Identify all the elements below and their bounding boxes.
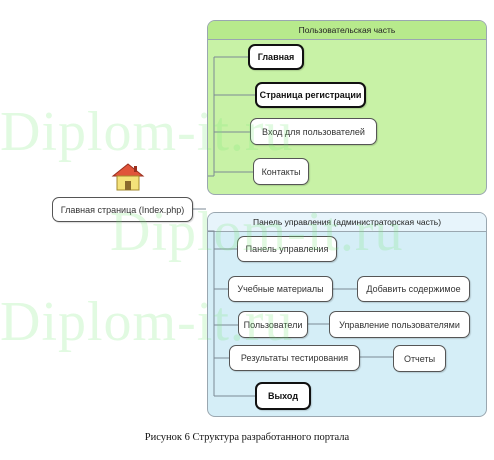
root-node-index: Главная страница (Index.php) <box>52 197 193 222</box>
node-home: Главная <box>248 44 304 70</box>
node-contacts: Контакты <box>253 158 309 185</box>
node-logout: Выход <box>255 382 311 410</box>
node-add-content: Добавить содержимое <box>357 276 470 302</box>
node-admin-panel: Панель управления <box>237 236 337 262</box>
node-users: Пользователи <box>238 311 308 338</box>
node-user-management: Управление пользователями <box>329 311 470 338</box>
user-section-title: Пользовательская часть <box>208 21 486 40</box>
node-reports: Отчеты <box>393 345 446 372</box>
node-user-login: Вход для пользователей <box>250 118 377 145</box>
admin-section-title: Панель управления (администраторская час… <box>208 213 486 232</box>
figure-caption: Рисунок 6 Структура разработанного порта… <box>144 432 350 443</box>
node-test-results: Результаты тестирования <box>229 345 360 371</box>
house-icon <box>111 163 145 191</box>
node-learning-materials: Учебные материалы <box>228 276 333 302</box>
node-registration: Страница регистрации <box>255 82 366 108</box>
